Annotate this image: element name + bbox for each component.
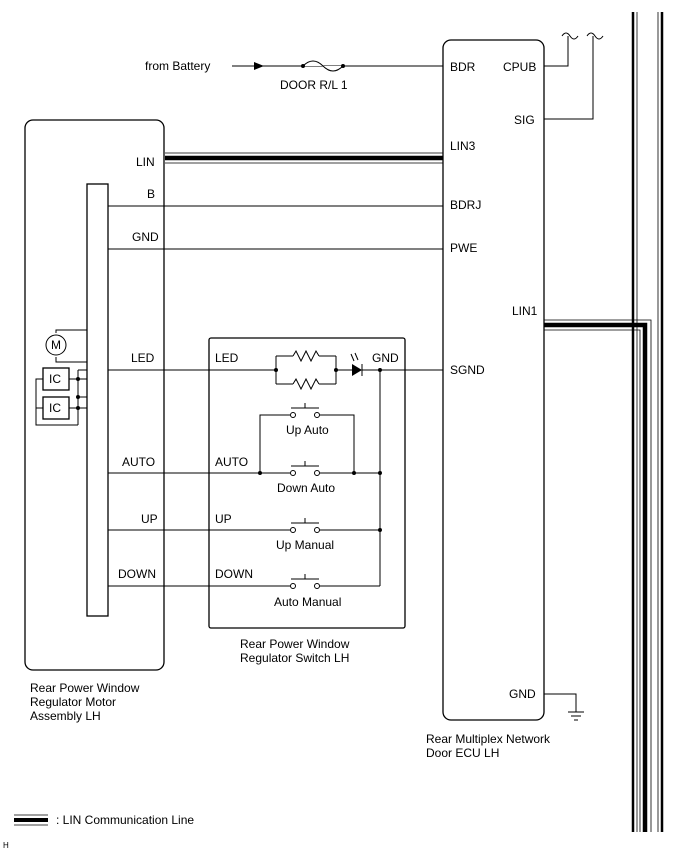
arrow-icon xyxy=(254,62,264,70)
motor-internals xyxy=(35,329,87,426)
switch-caption-line-1: Rear Power Window xyxy=(240,637,350,651)
switch-label-up-manual: Up Manual xyxy=(276,538,334,552)
fuse-label: DOOR R/L 1 xyxy=(280,78,348,92)
led-icon xyxy=(352,364,362,376)
ecu-pin-lin3: LIN3 xyxy=(450,139,476,153)
motor-pin-gnd: GND xyxy=(132,230,159,244)
switch-pin-down: DOWN xyxy=(215,567,253,581)
switch-label-down-auto: Down Auto xyxy=(277,481,335,495)
ic-label-1: IC xyxy=(49,372,61,386)
battery-feed xyxy=(232,60,443,72)
ecu-pin-sgnd: SGND xyxy=(450,363,485,377)
motor-pin-up: UP xyxy=(141,512,158,526)
corner-mark: H xyxy=(3,841,9,850)
motor-pin-led: LED xyxy=(131,351,155,365)
switch-assembly-box xyxy=(208,337,406,629)
motor-pin-lin: LIN xyxy=(136,155,155,169)
motor-internal-bar xyxy=(86,183,109,617)
ecu-pin-bdrj: BDRJ xyxy=(450,198,481,212)
ecu-signal-lines xyxy=(544,32,604,120)
ecu-caption-line-2: Door ECU LH xyxy=(426,746,499,760)
ecu-pin-sig: SIG xyxy=(514,113,535,127)
motor-pin-auto: AUTO xyxy=(122,455,155,469)
switch-pin-gnd: GND xyxy=(372,351,399,365)
switch-pin-auto: AUTO xyxy=(215,455,248,469)
switch-internals xyxy=(258,349,382,589)
ecu-pin-lin1: LIN1 xyxy=(512,304,538,318)
motor-symbol: M xyxy=(51,338,61,352)
legend-label: : LIN Communication Line xyxy=(56,813,194,827)
legend-line-symbol xyxy=(14,814,48,826)
resistor-icon-2 xyxy=(292,377,320,391)
ecu-pin-pwe: PWE xyxy=(450,241,477,255)
fuse-icon xyxy=(302,60,344,72)
motor-pin-down: DOWN xyxy=(118,567,156,581)
right-bus-lines xyxy=(631,12,664,832)
ecu-pin-cpub: CPUB xyxy=(503,60,536,74)
ecu-pin-gnd: GND xyxy=(509,687,536,701)
resistor-icon xyxy=(292,349,320,363)
motor-caption-line-2: Regulator Motor xyxy=(30,695,116,709)
motor-pin-b: B xyxy=(147,187,155,201)
switch-pin-up: UP xyxy=(215,512,232,526)
switch-label-auto-manual: Auto Manual xyxy=(274,595,341,609)
motor-caption-line-3: Assembly LH xyxy=(30,709,101,723)
switch-label-up-auto: Up Auto xyxy=(286,423,329,437)
motor-icon xyxy=(45,334,67,356)
ecu-caption-line-1: Rear Multiplex Network xyxy=(426,732,551,746)
switch-caption-line-2: Regulator Switch LH xyxy=(240,651,349,665)
ecu-box xyxy=(442,39,545,721)
motor-caption-line-1: Rear Power Window xyxy=(30,681,140,695)
ecu-pin-bdr: BDR xyxy=(450,60,476,74)
ic-label-2: IC xyxy=(49,401,61,415)
battery-label: from Battery xyxy=(145,59,210,73)
switch-pin-led: LED xyxy=(215,351,239,365)
ecu-ground xyxy=(544,693,584,721)
